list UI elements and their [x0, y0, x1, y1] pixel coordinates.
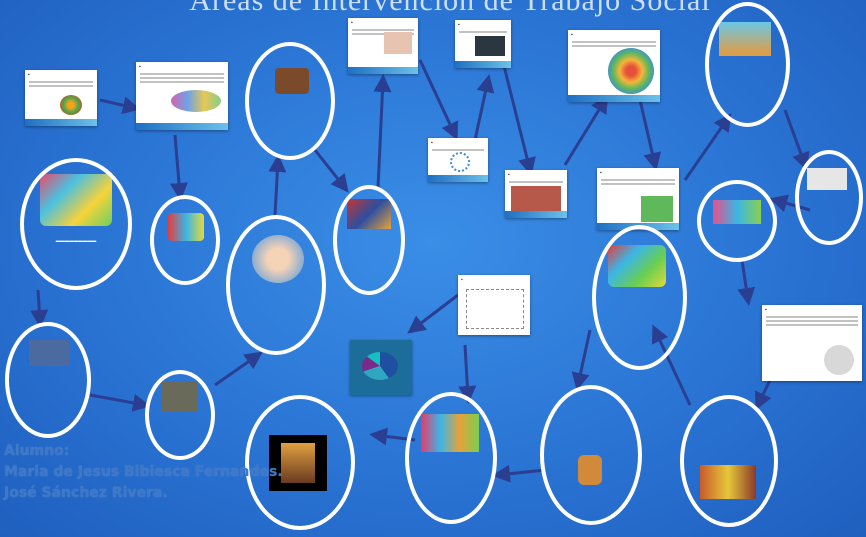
puzzle-people-image: [40, 174, 112, 226]
circle-node-9[interactable]: [405, 392, 497, 524]
arrow-5: [214, 351, 263, 387]
arrow-18: [755, 379, 772, 411]
circle-node-6[interactable]: [5, 322, 91, 438]
arrow-22: [458, 344, 477, 404]
pie-chart-slide[interactable]: [350, 340, 412, 395]
judge-icon: [578, 455, 602, 485]
community-image: [161, 382, 197, 412]
arrow-8: [373, 74, 392, 189]
handshake-image: [275, 68, 309, 94]
arrow-9: [418, 59, 459, 141]
slide-card-7[interactable]: ▪: [505, 170, 567, 218]
arrow-12: [563, 94, 609, 166]
circle-node-13[interactable]: [697, 180, 777, 262]
people-figures-image: [168, 213, 204, 241]
page-title: Áreas de Intervención de Trabajo Social: [189, 0, 711, 17]
collage-image: [347, 199, 391, 229]
hands-image: [384, 32, 412, 54]
pie-chart-icon: [362, 352, 398, 380]
arrow-13: [638, 99, 662, 171]
arrow-2: [170, 134, 188, 201]
circle-node-8[interactable]: [245, 395, 355, 530]
head-puzzle-image: [252, 235, 304, 283]
arrow-20: [571, 329, 592, 391]
authors-block: Alumno: Maria de Jesus Bibiesca Fernande…: [4, 441, 283, 504]
arrow-4: [89, 393, 151, 412]
circle-node-4[interactable]: [226, 215, 326, 355]
slide-card-4[interactable]: ▪: [455, 20, 511, 68]
map-image: [641, 196, 673, 222]
family-image: [511, 186, 561, 212]
slide-card-1[interactable]: ▪: [25, 70, 97, 126]
sick-people-image: [807, 168, 847, 190]
schema-diagram: [466, 289, 524, 329]
classroom-image: [475, 36, 505, 56]
arrow-14: [683, 113, 732, 181]
slide-card-2[interactable]: ▪: [136, 62, 228, 130]
group-people-image: [713, 200, 761, 224]
slide-card-5[interactable]: ▪: [428, 138, 488, 182]
circle-node-15[interactable]: [795, 150, 863, 245]
elderly-image: [824, 345, 854, 375]
circle-node-2[interactable]: [150, 195, 220, 285]
arrow-11: [498, 49, 536, 176]
arrow-15: [783, 109, 810, 171]
arrow-21: [492, 464, 546, 483]
word-cloud-image: [171, 90, 221, 112]
authors-label: Alumno:: [4, 443, 70, 459]
tools-image: [29, 340, 69, 366]
video-frame-image: [269, 435, 327, 491]
arrow-1: [99, 96, 141, 115]
circle-node-10[interactable]: [540, 385, 642, 525]
slide-card-8[interactable]: ▪: [597, 168, 679, 230]
colorful-crowd-image: [421, 414, 479, 452]
arrow-6: [268, 154, 287, 216]
slide-card-9[interactable]: ▪: [458, 275, 530, 335]
arrow-10: [473, 74, 495, 141]
school-image: [719, 22, 771, 56]
author-name-1: Maria de Jesus Bibiesca Fernandes.: [4, 464, 283, 480]
network-icon: [450, 152, 470, 172]
crowd-image: [700, 465, 756, 499]
circle-node-14[interactable]: [705, 2, 790, 127]
arrow-17: [737, 259, 756, 306]
tree-image: [608, 48, 654, 94]
circle-node-11[interactable]: [592, 225, 687, 370]
arrow-7: [313, 149, 349, 193]
circle-node-7[interactable]: [145, 370, 215, 460]
circle-node-3[interactable]: [245, 42, 335, 160]
slide-card-6[interactable]: ▪: [568, 30, 660, 102]
circle-node-5[interactable]: [333, 185, 405, 295]
mandala-image: [60, 95, 82, 115]
author-name-2: José Sánchez Rivera.: [4, 485, 168, 501]
slide-card-10[interactable]: ▪: [762, 305, 862, 381]
arrow-23: [407, 293, 459, 334]
circle-node-12[interactable]: [680, 395, 778, 527]
thumbs-up-image: [608, 245, 666, 287]
arrow-3: [30, 289, 49, 328]
slide-card-3[interactable]: ▪: [348, 18, 418, 74]
circle-node-1[interactable]: ▬▬▬▬▬▬▬▬▬: [20, 158, 132, 290]
